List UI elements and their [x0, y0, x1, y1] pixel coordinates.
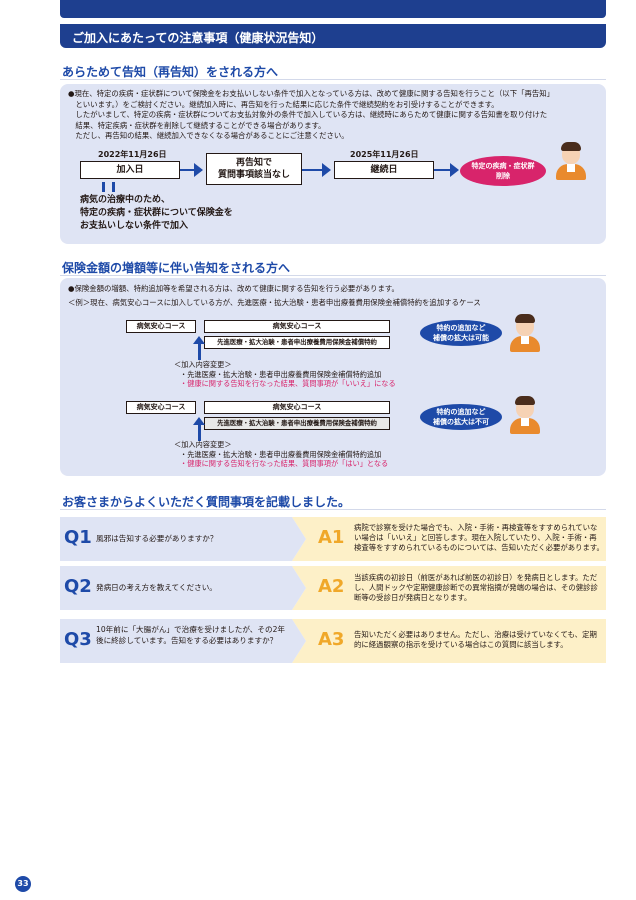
q-label: Q2: [64, 576, 92, 597]
body-line: 結果、特定疾病・症状群を削除して継続することができる場合があります。: [68, 120, 326, 130]
question-box: [60, 517, 310, 561]
increase-example: ＜例＞現在、病気安心コースに加入している方が、先進医療・拡大治験・患者申出療養費…: [68, 298, 481, 307]
person-icon: [508, 308, 542, 356]
expansion-allowed-oval: 特約の追加など 補償の拡大は可能: [420, 320, 502, 346]
q-label: Q1: [64, 527, 92, 548]
current-course-box: 病気安心コース: [126, 320, 196, 333]
question-text: 風邪は告知する必要がありますか？: [96, 534, 218, 543]
join-date-box: 加入日: [80, 161, 180, 179]
question-box: [60, 619, 310, 663]
change-title: ＜加入内容変更＞: [174, 360, 232, 369]
a-label: A1: [318, 527, 345, 548]
timeline-arrow: [194, 163, 203, 177]
top-band: [60, 0, 606, 18]
person-icon: [508, 390, 542, 438]
reannouncement-box: 再告知で 質問事項該当なし: [206, 153, 302, 185]
section-heading-faq: お客さまからよくいただく質問事項を記載しました。: [62, 495, 351, 509]
question-tip: [292, 619, 306, 663]
change-result: ・健康に関する告知を行なった結果、質問事項が「はい」となる: [180, 459, 389, 468]
change-details: ＜加入内容変更＞ ・先進医療・拡大治験・患者申出療養費用保険金補償特約追加 ・健…: [174, 440, 434, 469]
section-heading-reannouncement: あらためて告知（再告知）をされる方へ: [62, 65, 279, 79]
heading-underline: [60, 79, 606, 80]
equals-mark: [112, 182, 115, 192]
condition-text: 病気の治療中のため、 特定の疾病・症状群について保険金を お支払いしない条件で加…: [80, 195, 233, 231]
body-line: したがいまして、特定の疾病・症状群についてお支払対象外の条件で加入している方は、…: [68, 110, 548, 119]
faq-item: Q2 発病日の考え方を教えてください。 A2 当該疾病の初診日（前医があれば前医…: [60, 566, 606, 610]
q-label: Q3: [64, 629, 92, 650]
change-title: ＜加入内容変更＞: [174, 440, 232, 449]
reannouncement-body: ●現在、特定の疾病・症状群について保険金をお支払いしない条件で加入となっている方…: [68, 89, 602, 142]
timeline-line: [302, 169, 322, 171]
person-icon: [554, 134, 588, 182]
page-number: 33: [15, 876, 31, 892]
question-tip: [292, 517, 306, 561]
answer-box: [292, 619, 606, 663]
question-box: [60, 566, 310, 610]
timeline-line: [434, 169, 450, 171]
section-heading-increase: 保険金額の増額等に伴い告知をされる方へ: [62, 261, 291, 275]
join-date: 2022年11月26日: [98, 150, 167, 159]
increase-intro: ●保険金額の増額、特約追加等を希望される方は、改めて健康に関する告知を行う必要が…: [68, 284, 399, 293]
answer-text: 告知いただく必要はありません。ただし、治療は受けていなくても、定期的に経過観察の…: [354, 630, 597, 649]
renewal-date-box: 継続日: [334, 161, 434, 179]
condition-removed-oval: 特定の疾病・症状群 削除: [460, 156, 546, 186]
heading-underline: [60, 275, 606, 276]
page-title: ご加入にあたっての注意事項（健康状況告知）: [60, 24, 606, 48]
up-arrow-stem: [198, 423, 201, 441]
timeline-arrow: [450, 163, 459, 177]
faq-item: Q1 風邪は告知する必要がありますか？ A1 病院で診察を受けた場合でも、入院・…: [60, 517, 606, 561]
body-line: ●現在、特定の疾病・症状群について保険金をお支払いしない条件で加入となっている方…: [68, 89, 555, 98]
new-course-box: 病気安心コース: [204, 401, 390, 414]
renewal-date: 2025年11月26日: [350, 150, 419, 159]
current-course-box: 病気安心コース: [126, 401, 196, 414]
timeline-line: [180, 169, 194, 171]
expansion-denied-oval: 特約の追加など 補償の拡大は不可: [420, 404, 502, 430]
rider-box: 先進医療・拡大治験・患者申出療養費用保険金補償特約: [204, 336, 390, 349]
new-course-box: 病気安心コース: [204, 320, 390, 333]
change-result: ・健康に関する告知を行なった結果、質問事項が「いいえ」になる: [180, 379, 396, 388]
reannouncement-panel: ●現在、特定の疾病・症状群について保険金をお支払いしない条件で加入となっている方…: [60, 84, 606, 244]
up-arrow-icon: [193, 417, 205, 425]
question-tip: [292, 566, 306, 610]
question-text: 発病日の考え方を教えてください。: [96, 583, 217, 592]
a-label: A2: [318, 576, 345, 597]
answer-box: [292, 566, 606, 610]
up-arrow-stem: [198, 342, 201, 360]
heading-underline: [60, 509, 606, 510]
body-line: ただし、再告知の結果、継続加入できなくなる場合があることにご注意ください。: [68, 131, 349, 140]
answer-text: 当該疾病の初診日（前医があれば前医の初診日）を発病日とします。ただし、人間ドック…: [354, 573, 598, 602]
answer-text: 病院で診察を受けた場合でも、入院・手術・再検査等をすすめられていない場合は「いい…: [354, 523, 604, 552]
change-item: ・先進医療・拡大治験・患者申出療養費用保険金補償特約追加: [180, 449, 382, 459]
change-item: ・先進医療・拡大治験・患者申出療養費用保険金補償特約追加: [180, 369, 382, 379]
change-details: ＜加入内容変更＞ ・先進医療・拡大治験・患者申出療養費用保険金補償特約追加 ・健…: [174, 360, 434, 389]
body-line: といいます。）をご検討ください。継続加入時に、再告知を行った結果に応じた条件で継…: [68, 99, 499, 109]
faq-item: Q3 10年前に「大腸がん」で治療を受けましたが、その2年後に終診しています。告…: [60, 619, 606, 663]
equals-mark: [102, 182, 105, 192]
up-arrow-icon: [193, 336, 205, 344]
rider-box: 先進医療・拡大治験・患者申出療養費用保険金補償特約: [204, 417, 390, 430]
a-label: A3: [318, 629, 345, 650]
timeline-arrow: [322, 163, 331, 177]
increase-panel: ●保険金額の増額、特約追加等を希望される方は、改めて健康に関する告知を行う必要が…: [60, 278, 606, 476]
answer-box: [292, 517, 606, 561]
question-text: 10年前に「大腸がん」で治療を受けましたが、その2年後に終診しています。告知をす…: [96, 625, 285, 645]
